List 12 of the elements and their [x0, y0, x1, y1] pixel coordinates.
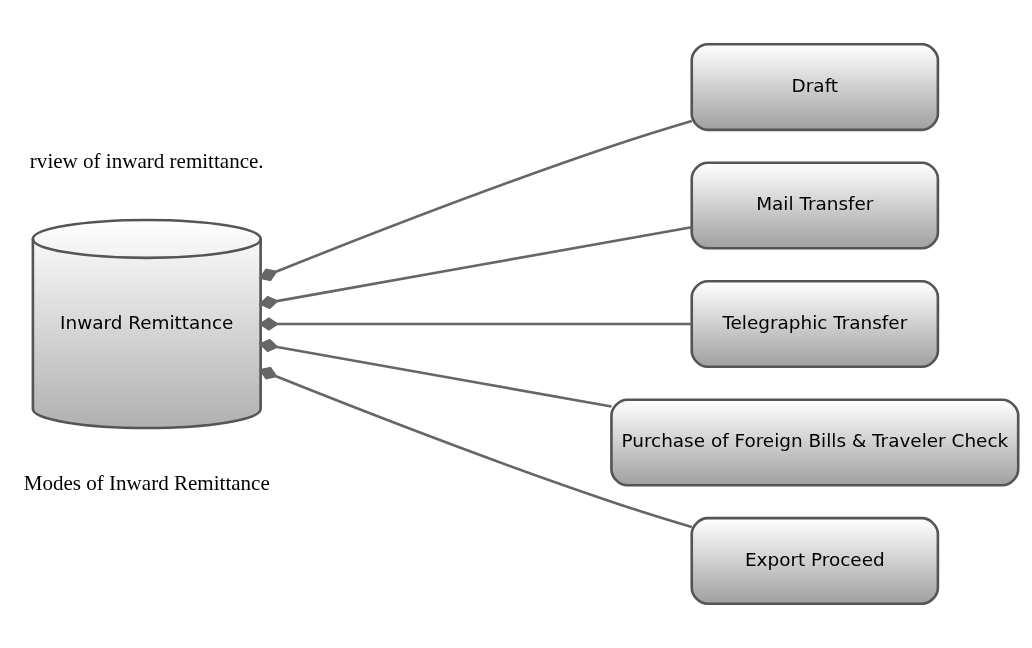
node-box: Telegraphic Transfer — [690, 279, 940, 369]
node-box: Mail Transfer — [690, 161, 940, 250]
connector — [258, 338, 612, 408]
connector — [258, 119, 693, 282]
connector — [258, 317, 692, 331]
label: rview of inward remittance. — [29, 149, 264, 174]
connector — [258, 366, 693, 529]
node-box: Draft — [690, 42, 940, 132]
node-box: Export Proceed — [690, 516, 940, 606]
connector — [258, 225, 692, 310]
node-box: Purchase of Foreign Bills & Traveler Check — [610, 398, 1020, 487]
label: Modes of Inward Remittance — [23, 470, 270, 495]
